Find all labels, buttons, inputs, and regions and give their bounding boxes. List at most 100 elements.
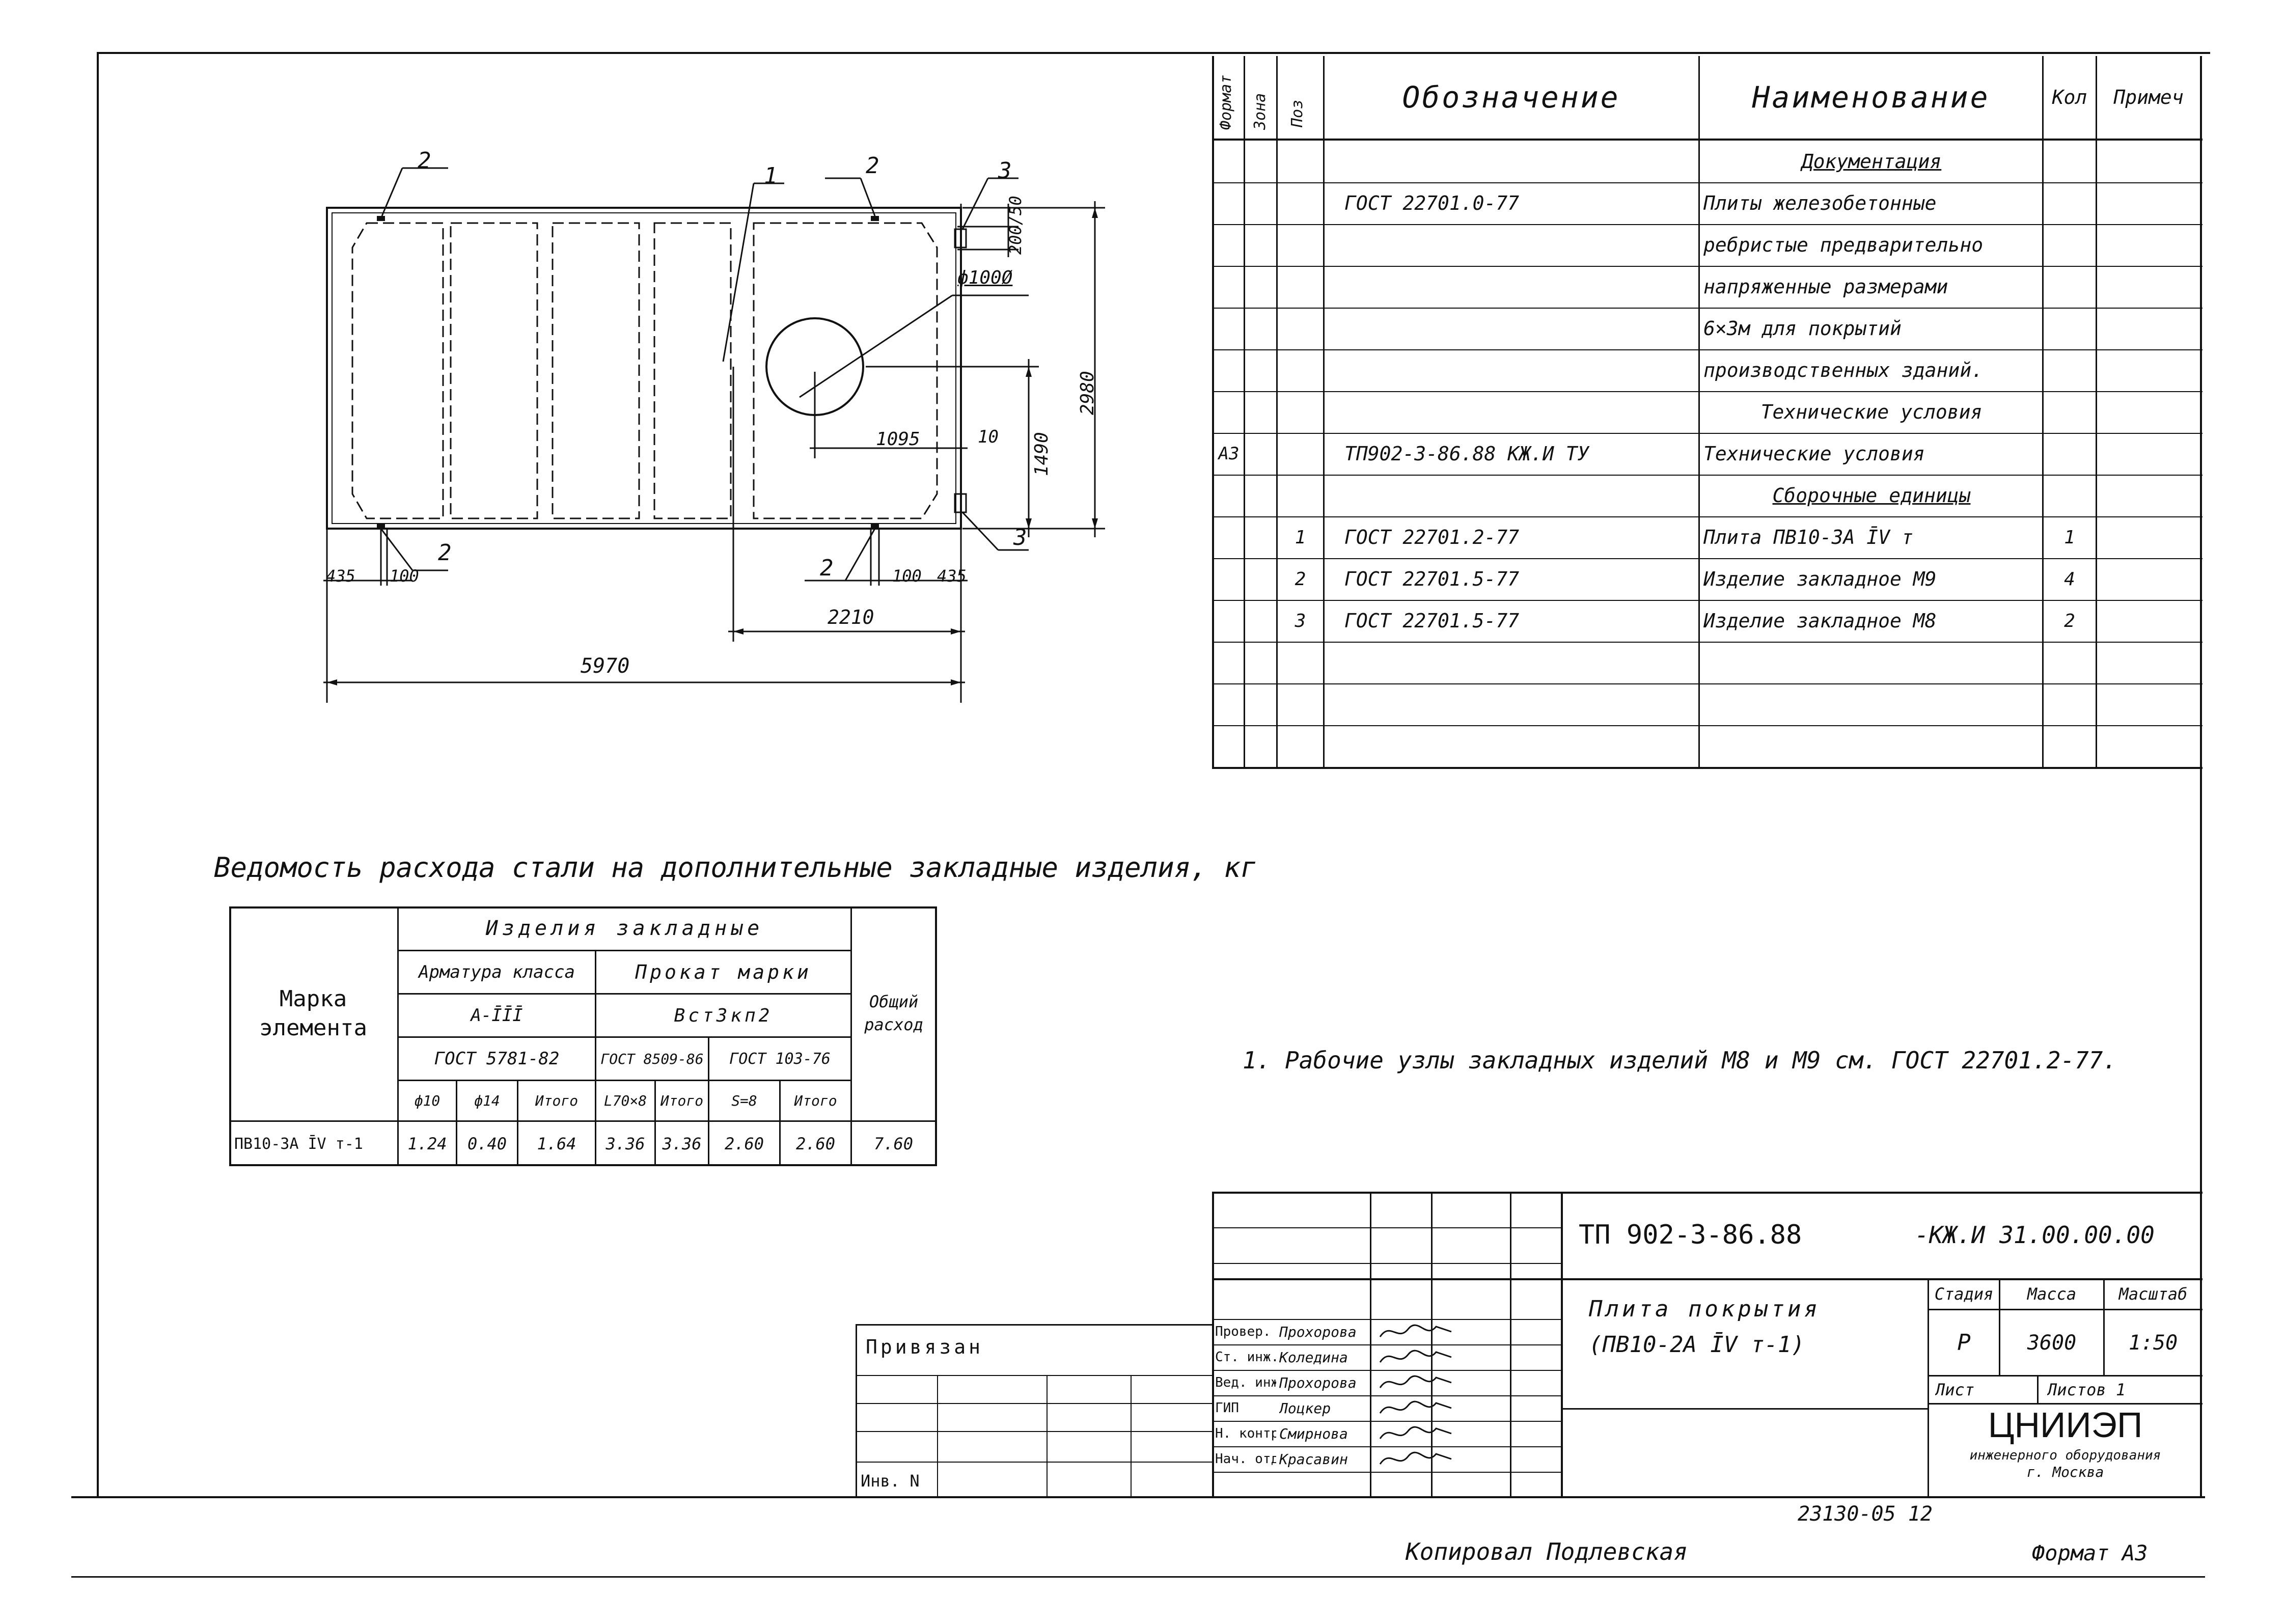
spec-row-format <box>1214 516 1244 558</box>
spec-row-designation <box>1339 308 1701 349</box>
spec-row-pos <box>1278 141 1323 182</box>
spec-row-format <box>1214 475 1244 516</box>
dim-2210: 2210 <box>828 606 874 628</box>
role-person: Лоцкер <box>1279 1399 1331 1417</box>
spec-row-qty <box>2044 308 2096 349</box>
spec-row-qty <box>2044 391 2096 433</box>
signature <box>1379 1400 1452 1414</box>
spec-row-pos <box>1278 391 1323 433</box>
copied-by: Копировал Подлевская <box>1406 1538 1688 1565</box>
dim-200-50: 200/50 <box>1006 196 1025 255</box>
title-code: ТП 902-3-86.88 <box>1579 1220 1802 1250</box>
steel-subheader: L70×8 <box>603 1092 647 1109</box>
steel-subheader: Итого <box>794 1092 837 1109</box>
dim-435-left: 435 <box>326 566 355 586</box>
spec-row-format <box>1214 141 1244 182</box>
spec-row-qty <box>2044 266 2096 308</box>
sheet-label: Лист <box>1935 1380 1975 1399</box>
spec-row-designation <box>1339 475 1701 516</box>
rib-panel-2 <box>450 222 538 519</box>
spec-row-format <box>1214 182 1244 224</box>
spec-row-pos <box>1278 266 1323 308</box>
spec-row-qty: 1 <box>2064 527 2075 548</box>
row-element-mark: ПВ10-3А ĪV т-1 <box>234 1135 363 1153</box>
role-label: Нач. отд. <box>1215 1451 1276 1467</box>
org-sub-2: г. Москва <box>2026 1463 2104 1480</box>
spec-row-pos <box>1278 224 1323 266</box>
spec-row-qty <box>2044 224 2096 266</box>
spec-row-name: Документация <box>1801 150 1942 173</box>
role-person: Прохорова <box>1279 1374 1357 1391</box>
dim-1490: 1490 <box>1031 432 1052 476</box>
spec-row-pos: 3 <box>1295 610 1306 631</box>
spec-row-designation <box>1339 266 1701 308</box>
spec-row-name: напряженные размерами <box>1703 276 1948 298</box>
org-sub-1: инженерного оборудования <box>1969 1448 2161 1463</box>
rolled-gost-1: ГОСТ 8509-86 <box>600 1050 704 1067</box>
steel-value: 2.60 <box>795 1134 836 1153</box>
spec-row-pos: 2 <box>1295 568 1306 590</box>
label-pos-3-bottom: 3 <box>1013 525 1027 550</box>
lower-rule-line <box>71 1576 2205 1578</box>
top-frame-line <box>97 52 2210 54</box>
header-zone: Зона <box>1251 93 1269 130</box>
header-qty: Кол <box>2052 86 2087 108</box>
role-label: Вед. инж. <box>1215 1375 1276 1390</box>
role-label: Н. контр. <box>1215 1426 1276 1441</box>
rib-panel-3 <box>552 222 640 519</box>
right-frame-line <box>2200 56 2202 1498</box>
dim-10: 10 <box>978 427 999 447</box>
spec-row-name: Плиты железобетонные <box>1703 192 1937 214</box>
role-label: Ст. инж. <box>1215 1350 1276 1365</box>
bottom-frame-line <box>71 1496 2205 1498</box>
spec-row-designation <box>1339 224 1701 266</box>
spec-row-designation <box>1339 349 1701 391</box>
header-designation: Обозначение <box>1402 80 1620 115</box>
signature <box>1379 1375 1452 1388</box>
dim-1095: 1095 <box>876 429 920 450</box>
signature <box>1379 1426 1452 1439</box>
steel-value: 0.40 <box>467 1134 507 1153</box>
sheet-format: Формат А3 <box>2032 1540 2148 1565</box>
spec-row-designation <box>1339 141 1701 182</box>
spec-row-pos: 1 <box>1295 527 1306 548</box>
col-total: Общий расход <box>864 992 923 1034</box>
spec-row-name: Технические условия <box>1760 401 1983 423</box>
role-person: Смирнова <box>1279 1425 1348 1442</box>
spec-row-name: ребристые предварительно <box>1703 234 1984 256</box>
mass-label: Масса <box>2027 1284 2077 1304</box>
spec-row-pos <box>1278 349 1323 391</box>
steel-value: 3.36 <box>605 1134 645 1153</box>
steel-value: 3.36 <box>662 1134 702 1153</box>
steel-value: 7.60 <box>873 1134 914 1153</box>
steel-value: 1.24 <box>407 1134 447 1153</box>
signature <box>1379 1324 1452 1337</box>
sheets-label: Листов 1 <box>2047 1380 2126 1399</box>
spec-row-format: А3 <box>1218 444 1240 464</box>
spec-row-name: Плита ПВ10-3А ĪV т <box>1703 526 1913 548</box>
spec-row-format <box>1214 224 1244 266</box>
header-pos: Поз <box>1288 99 1306 127</box>
sheet-title-line2: (ПВ10-2А ĪV т-1) <box>1589 1331 1805 1358</box>
spec-row-qty: 4 <box>2064 568 2075 590</box>
spec-row-designation <box>1339 391 1701 433</box>
rolled-gost-2: ГОСТ 103-76 <box>729 1050 831 1068</box>
group-embedded-parts: Изделия закладные <box>485 916 764 940</box>
rebar-class-value: А-ĪĪĪ <box>471 1005 523 1026</box>
slab-outline <box>326 207 962 530</box>
spec-row-name: 6×3м для покрытий <box>1703 317 1902 340</box>
linked-block: Привязан Инв. N <box>856 1324 1212 1497</box>
header-name: Наименование <box>1752 80 1990 115</box>
label-pos-1: 1 <box>764 163 778 189</box>
title-block: ТП 902-3-86.88 -КЖ.И 31.00.00.00 Плита п… <box>1212 1192 2203 1497</box>
specification-table: Формат Зона Поз Обозначение Наименование… <box>1212 56 2203 769</box>
title-code-suffix: -КЖ.И 31.00.00.00 <box>1915 1221 2155 1249</box>
col-element-mark: Марка элемента <box>259 985 367 1041</box>
spec-row-name: Изделие закладное М9 <box>1703 568 1937 590</box>
dim-5970: 5970 <box>581 654 630 678</box>
role-person: Прохорова <box>1279 1323 1357 1340</box>
dim-2980: 2980 <box>1077 371 1098 415</box>
general-note: 1. Рабочие узлы закладных изделий М8 и М… <box>1243 1047 2117 1074</box>
steel-subheader: ф10 <box>414 1092 441 1109</box>
